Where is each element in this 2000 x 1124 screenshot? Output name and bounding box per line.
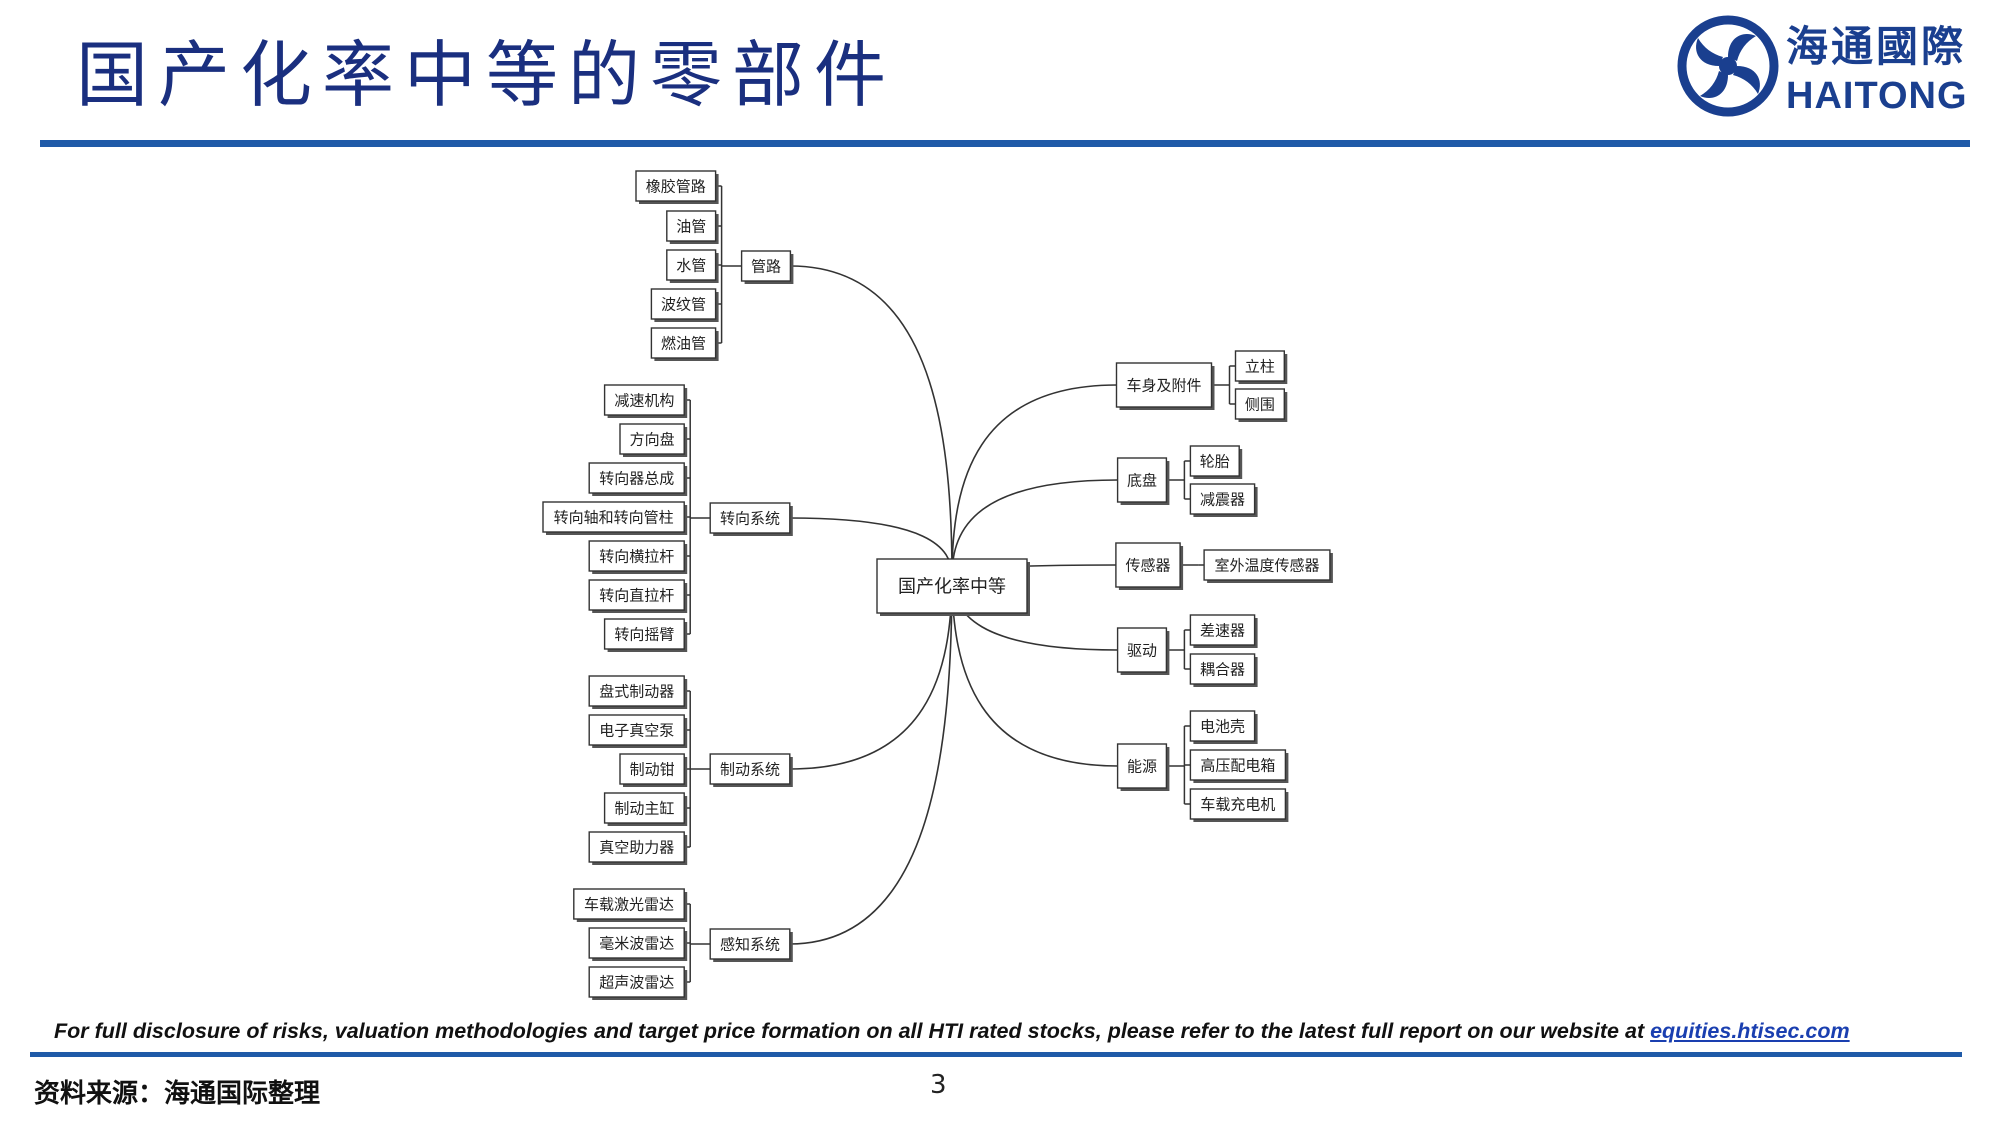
branch-node-left-3: 制动系统 bbox=[709, 753, 793, 787]
leaf-node-right-4-2-label: 耦合器 bbox=[1200, 660, 1245, 678]
logo-chinese-text: 海通國際 bbox=[1786, 22, 1967, 71]
leaf-node-right-1-2-label: 侧围 bbox=[1245, 395, 1275, 413]
logo-english-text: HAITONG bbox=[1786, 75, 1968, 117]
branch-node-left-1: 管路 bbox=[740, 250, 794, 284]
leaf-node-right-5-2-label: 高压配电箱 bbox=[1200, 756, 1275, 774]
leaf-node-right-3-1-label: 室外温度传感器 bbox=[1214, 556, 1319, 574]
leaf-node-left-3-3-label: 制动钳 bbox=[630, 760, 675, 778]
leaf-node-right-2-2: 减震器 bbox=[1189, 483, 1258, 517]
leaf-node-left-2-6-label: 转向直拉杆 bbox=[599, 586, 674, 604]
leaf-node-left-1-5-label: 燃油管 bbox=[661, 334, 706, 352]
branch-node-left-1-label: 管路 bbox=[751, 257, 781, 275]
leaf-node-left-1-4-label: 波纹管 bbox=[661, 295, 706, 313]
haitong-logo: 海通國際 HAITONG bbox=[1676, 14, 1976, 124]
leaf-node-left-4-2-label: 毫米波雷达 bbox=[599, 934, 674, 952]
branch-node-right-2-label: 底盘 bbox=[1127, 471, 1157, 489]
leaf-node-left-3-5: 真空助力器 bbox=[588, 831, 688, 865]
leaf-node-right-2-1-label: 轮胎 bbox=[1200, 452, 1230, 470]
leaf-node-left-2-7: 转向摇臂 bbox=[603, 618, 688, 652]
leaf-node-left-2-2: 方向盘 bbox=[619, 423, 688, 457]
slide-title: 国产化率中等的零部件 bbox=[76, 33, 897, 117]
leaf-node-left-1-5: 燃油管 bbox=[650, 327, 719, 361]
leaf-node-left-4-3-label: 超声波雷达 bbox=[599, 973, 674, 991]
leaf-node-right-3-1: 室外温度传感器 bbox=[1203, 549, 1333, 583]
leaf-node-left-3-5-label: 真空助力器 bbox=[599, 838, 674, 856]
leaf-node-right-4-1-label: 差速器 bbox=[1200, 621, 1245, 639]
branch-node-right-2: 底盘 bbox=[1116, 457, 1170, 505]
leaf-node-right-5-3-label: 车载充电机 bbox=[1200, 795, 1275, 813]
leaf-node-right-4-2: 耦合器 bbox=[1189, 653, 1258, 687]
leaf-node-left-1-2: 油管 bbox=[666, 210, 719, 244]
center-node-label: 国产化率中等 bbox=[898, 576, 1006, 597]
leaf-node-left-2-2-label: 方向盘 bbox=[630, 430, 675, 448]
center-node: 国产化率中等 bbox=[876, 558, 1030, 616]
branch-node-right-4-label: 驱动 bbox=[1127, 641, 1157, 659]
source-note: 资料来源：海通国际整理 bbox=[34, 1079, 321, 1109]
branch-node-left-4-label: 感知系统 bbox=[720, 935, 780, 953]
leaf-node-right-5-1: 电池壳 bbox=[1189, 710, 1258, 744]
branch-node-right-4: 驱动 bbox=[1116, 627, 1170, 675]
leaf-node-left-3-2-label: 电子真空泵 bbox=[599, 721, 674, 739]
leaf-node-left-3-3: 制动钳 bbox=[619, 753, 688, 787]
branch-node-right-1: 车身及附件 bbox=[1115, 362, 1215, 410]
leaf-node-left-2-7-label: 转向摇臂 bbox=[614, 625, 674, 643]
branch-node-left-3-label: 制动系统 bbox=[720, 760, 780, 778]
branch-node-right-3: 传感器 bbox=[1115, 542, 1184, 590]
header-divider bbox=[40, 140, 1970, 147]
leaf-node-left-4-1: 车载激光雷达 bbox=[573, 888, 688, 922]
haitong-logo-icon bbox=[1677, 15, 1779, 117]
leaf-node-left-4-3: 超声波雷达 bbox=[588, 966, 688, 1000]
leaf-node-left-1-4: 波纹管 bbox=[650, 288, 719, 322]
leaf-node-left-3-4-label: 制动主缸 bbox=[614, 799, 674, 817]
leaf-node-left-2-5-label: 转向横拉杆 bbox=[599, 547, 674, 565]
leaf-node-right-2-2-label: 减震器 bbox=[1200, 490, 1245, 508]
branch-node-left-2: 转向系统 bbox=[709, 502, 793, 536]
leaf-node-left-1-3: 水管 bbox=[666, 249, 719, 283]
leaf-node-left-4-1-label: 车载激光雷达 bbox=[584, 895, 674, 913]
leaf-node-left-2-5: 转向横拉杆 bbox=[588, 540, 688, 574]
leaf-node-left-1-3-label: 水管 bbox=[676, 256, 706, 274]
leaf-node-right-5-1-label: 电池壳 bbox=[1200, 717, 1245, 735]
leaf-node-left-3-1: 盘式制动器 bbox=[588, 675, 688, 709]
disclaimer: For full disclosure of risks, valuation … bbox=[54, 1016, 1850, 1046]
leaf-node-right-1-2: 侧围 bbox=[1234, 388, 1288, 422]
leaf-node-right-5-2: 高压配电箱 bbox=[1189, 749, 1289, 783]
page-number: 3 bbox=[930, 1070, 947, 1100]
leaf-node-right-5-3: 车载充电机 bbox=[1189, 788, 1289, 822]
leaf-node-left-1-1: 橡胶管路 bbox=[635, 170, 719, 204]
disclaimer-text: For full disclosure of risks, valuation … bbox=[54, 1019, 1651, 1043]
branch-node-right-5-label: 能源 bbox=[1127, 757, 1157, 775]
leaf-node-left-2-4: 转向轴和转向管柱 bbox=[542, 501, 688, 535]
leaf-node-left-1-1-label: 橡胶管路 bbox=[646, 177, 706, 195]
leaf-node-right-2-1: 轮胎 bbox=[1189, 445, 1243, 479]
leaf-node-left-3-4: 制动主缸 bbox=[603, 792, 688, 826]
branch-node-right-3-label: 传感器 bbox=[1125, 556, 1170, 574]
leaf-node-left-2-4-label: 转向轴和转向管柱 bbox=[554, 508, 674, 526]
leaf-node-right-1-1: 立柱 bbox=[1234, 350, 1288, 384]
branch-node-left-4: 感知系统 bbox=[709, 928, 793, 962]
branch-node-left-2-label: 转向系统 bbox=[720, 509, 780, 527]
branch-node-right-5: 能源 bbox=[1116, 743, 1170, 791]
leaf-node-left-2-6: 转向直拉杆 bbox=[588, 579, 688, 613]
leaf-node-left-4-2: 毫米波雷达 bbox=[588, 927, 688, 961]
branch-node-right-1-label: 车身及附件 bbox=[1126, 376, 1201, 394]
leaf-node-left-1-2-label: 油管 bbox=[676, 217, 706, 235]
leaf-node-left-2-1: 减速机构 bbox=[603, 384, 688, 418]
website-link[interactable]: equities.htisec.com bbox=[1650, 1019, 1850, 1043]
footer-divider bbox=[30, 1052, 1962, 1057]
leaf-node-left-2-1-label: 减速机构 bbox=[614, 391, 674, 409]
leaf-node-left-3-2: 电子真空泵 bbox=[588, 714, 688, 748]
leaf-node-left-2-3-label: 转向器总成 bbox=[599, 469, 674, 487]
leaf-node-right-4-1: 差速器 bbox=[1189, 614, 1258, 648]
leaf-node-left-2-3: 转向器总成 bbox=[588, 462, 688, 496]
leaf-node-left-3-1-label: 盘式制动器 bbox=[599, 682, 674, 700]
leaf-node-right-1-1-label: 立柱 bbox=[1245, 357, 1275, 375]
